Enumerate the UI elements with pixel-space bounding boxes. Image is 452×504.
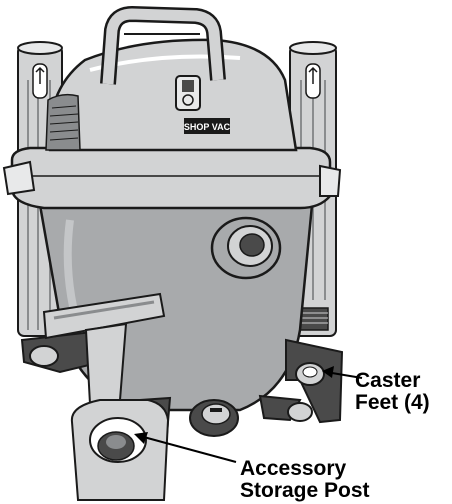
brand-logo-plate (184, 118, 230, 134)
drain-cap (189, 399, 239, 437)
accessory-storage-post-label-line-2: Storage Post (240, 479, 370, 503)
carry-handle (100, 6, 226, 85)
caster-foot (295, 362, 325, 386)
caster-feet-label-line-2: Feet (4) (355, 391, 430, 415)
motor-head: SHOP VAC (45, 38, 298, 152)
collection-tank (38, 186, 314, 412)
caster-feet (29, 345, 325, 422)
caster-feet-label-line-1: Caster (355, 369, 421, 392)
brand-logo-text: SHOP VAC (184, 122, 231, 132)
caster-feet-label: Caster Feet (4) (355, 369, 430, 415)
accessory-storage-post (70, 399, 170, 501)
floor-nozzle (42, 292, 166, 406)
power-switch (175, 75, 201, 111)
caster-foot (287, 402, 313, 422)
vent-grille (45, 93, 81, 151)
caster-feet-leader (322, 366, 363, 379)
lid-rim (2, 146, 342, 210)
accessory-storage-post-label-line-1: Accessory (240, 457, 347, 480)
accessory-storage-post-label: Accessory Storage Post (240, 457, 370, 503)
caster-foot (29, 345, 59, 367)
hose-inlet (210, 216, 282, 280)
accessory-post-leader (134, 432, 237, 463)
